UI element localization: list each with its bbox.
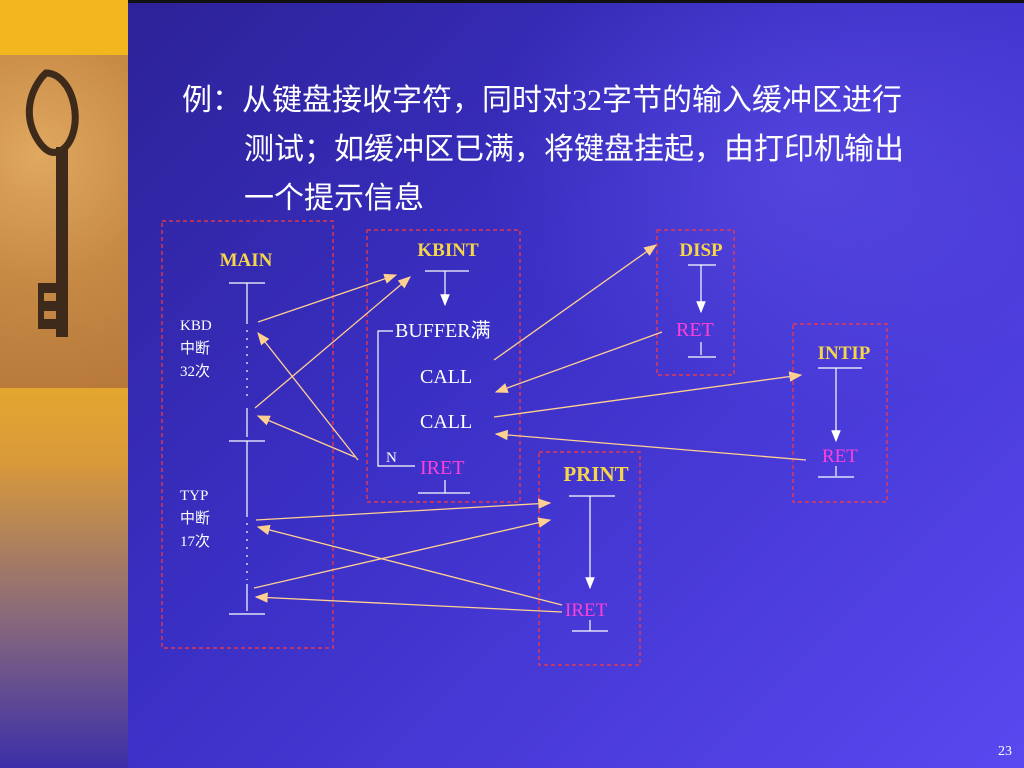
main-label: MAIN <box>220 250 273 271</box>
kbint-buffer: BUFFER满 <box>395 319 491 342</box>
arrow-kbint-to-main-1 <box>257 331 359 461</box>
arrow-kbint-to-disp <box>493 244 658 361</box>
typ-label-2: 中断 <box>180 510 210 527</box>
intip-ret: RET <box>822 446 858 467</box>
kbint-label: KBINT <box>417 240 479 261</box>
key-icon <box>25 69 79 337</box>
page-number: 23 <box>998 744 1012 759</box>
kbint-call-2: CALL <box>420 411 472 433</box>
kbint-iret: IRET <box>420 457 464 479</box>
arrow-main-to-print-2 <box>253 517 552 589</box>
arrow-kbint-to-main-2 <box>256 415 356 458</box>
arrow-main-to-kbint-2 <box>254 276 411 409</box>
key-image-panel <box>0 55 128 388</box>
kbint-call-1: CALL <box>420 366 472 388</box>
kbint-branch <box>377 330 415 467</box>
kbd-label-1: KBD <box>180 318 212 334</box>
kbint-box <box>366 229 521 503</box>
arrow-kbint-to-intip <box>493 371 803 418</box>
print-box <box>538 451 641 666</box>
typ-label-1: TYP <box>180 488 208 504</box>
slide-heading: 例：从键盘接收字符，同时对32字节的输入缓冲区进行 测试；如缓冲区已满，将键盘挂… <box>182 76 962 223</box>
typ-label-3: 17次 <box>180 533 210 550</box>
arrow-main-to-print-1 <box>255 498 552 521</box>
arrow-main-to-kbint-1 <box>257 273 398 323</box>
intip-label: INTIP <box>818 343 871 364</box>
arrow-intip-to-kbint <box>494 429 807 461</box>
main-box <box>161 220 334 649</box>
kbint-n: N <box>386 450 397 466</box>
print-label: PRINT <box>563 462 628 486</box>
disp-ret: RET <box>676 319 714 341</box>
heading-line-3: 一个提示信息 <box>244 182 424 215</box>
intip-box <box>792 323 888 503</box>
heading-line-1: 例：从键盘接收字符，同时对32字节的输入缓冲区进行 <box>182 84 902 117</box>
kbd-label-3: 32次 <box>180 363 210 380</box>
kbd-label-2: 中断 <box>180 340 210 357</box>
heading-line-2: 测试；如缓冲区已满，将键盘挂起，由打印机输出 <box>244 133 904 166</box>
disp-label: DISP <box>679 240 723 261</box>
arrow-disp-to-kbint <box>494 331 663 393</box>
disp-box <box>656 229 735 376</box>
arrow-print-to-main-1 <box>256 524 563 606</box>
arrow-print-to-main-2 <box>254 592 563 613</box>
top-border <box>0 0 1024 3</box>
print-iret: IRET <box>565 600 608 621</box>
background-glow <box>480 0 1024 420</box>
